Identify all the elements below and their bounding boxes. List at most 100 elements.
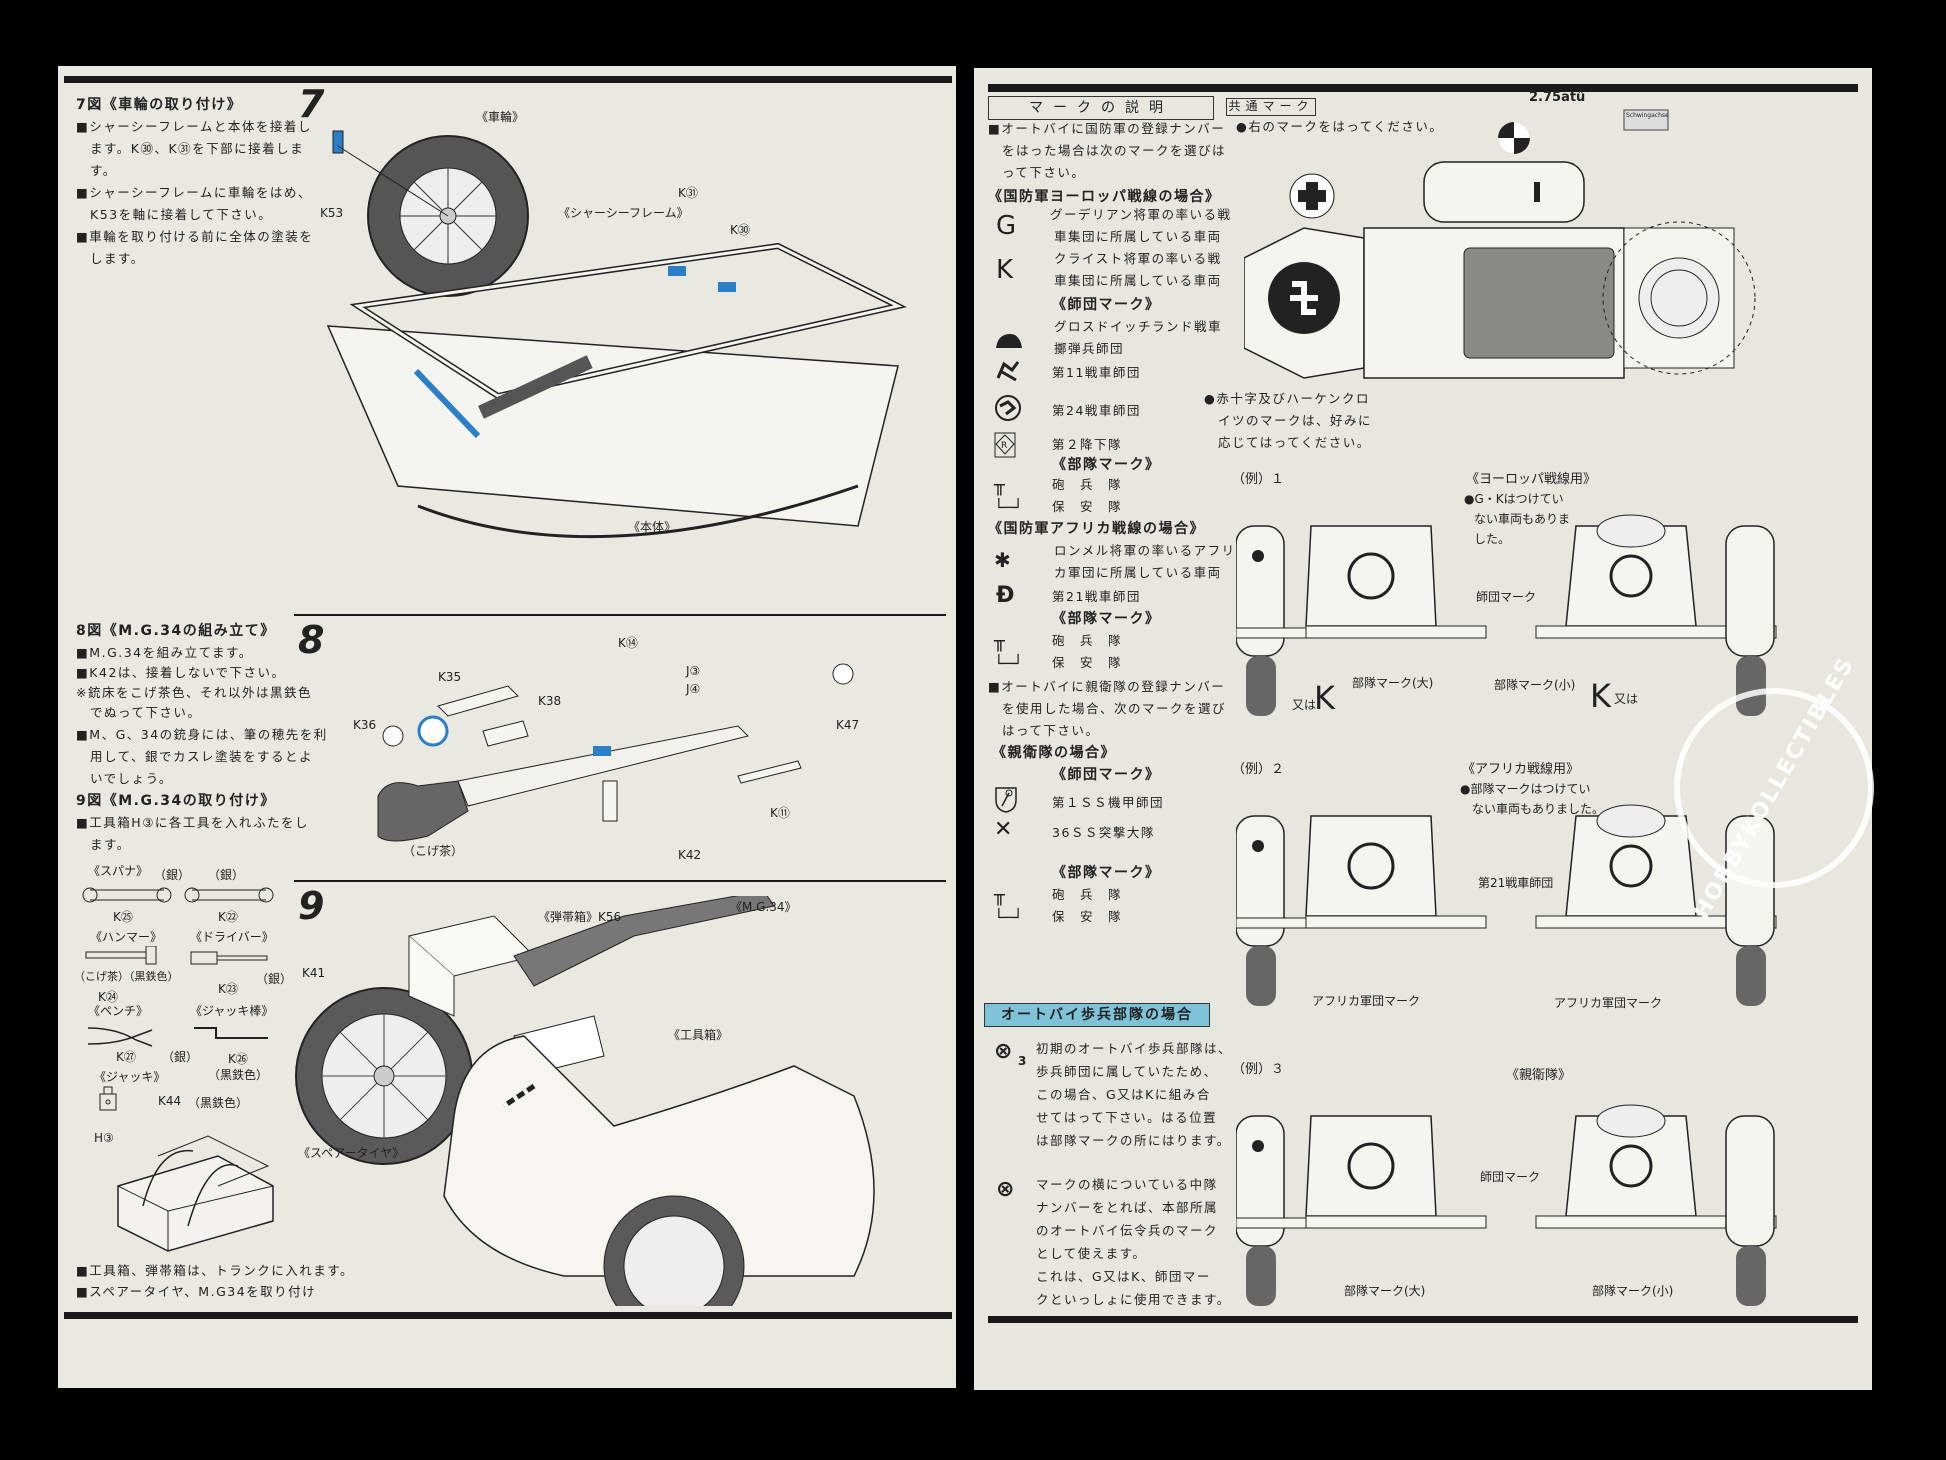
unit-heading: 《部隊マーク》 bbox=[1052, 611, 1161, 627]
intro-line: をはった場合は次のマークを選びは bbox=[1002, 143, 1227, 158]
moto-text: クといっしょに使用できます。 bbox=[1036, 1292, 1231, 1307]
example-1-unit-small: 部隊マーク(小) bbox=[1494, 678, 1576, 692]
example-3-label: （例）３ bbox=[1232, 1062, 1285, 1077]
example-3-heading: 《親衛隊》 bbox=[1506, 1068, 1572, 1083]
tool-color: （銀） bbox=[154, 868, 191, 882]
security-icon: └─┘ bbox=[994, 654, 1023, 673]
label-mg34: 《M.G.34》 bbox=[730, 900, 797, 914]
moto-text: として使えます。 bbox=[1036, 1246, 1147, 1261]
screwdriver-icon bbox=[190, 951, 268, 965]
tire-pressure-label: 2.75atü bbox=[1529, 90, 1586, 105]
wrench-icon bbox=[82, 887, 172, 903]
hammer-icon bbox=[85, 946, 157, 965]
tool-color: （銀） bbox=[208, 868, 245, 882]
top-view-note: 応じてはってください。 bbox=[1218, 435, 1371, 450]
moto-text: ナンバーをとれば、本部所属 bbox=[1036, 1200, 1219, 1215]
tool-part: K44 bbox=[158, 1094, 182, 1108]
tool-name: 《ハンマー》 bbox=[90, 930, 163, 944]
step8-number: 8 bbox=[298, 618, 325, 662]
division-text: 第11戦車師団 bbox=[1052, 365, 1141, 380]
label-k14: K⑭ bbox=[618, 636, 638, 650]
pliers-icon bbox=[87, 1027, 153, 1047]
example-2-note: ●部隊マークはつけてい bbox=[1460, 782, 1591, 796]
label-j4: J④ bbox=[686, 682, 701, 696]
motorcycle-unit-icon: ⊗ bbox=[994, 1039, 1013, 1064]
label-k53: K53 bbox=[320, 206, 344, 220]
example-3-unit-small: 部隊マーク(小) bbox=[1592, 1284, 1674, 1298]
step9-title: 9図《M.G.34の取り付け》 bbox=[76, 793, 276, 809]
tool-part: K㉒ bbox=[218, 910, 238, 924]
ss-heading: 《親衛隊の場合》 bbox=[992, 745, 1116, 761]
division-heading: 《師団マーク》 bbox=[1052, 767, 1161, 783]
toolbox-illustration bbox=[117, 1135, 274, 1252]
step8-line: 用して、銀でカスレ塗装をするとよ bbox=[90, 749, 314, 764]
section-title: マークの説明 bbox=[988, 96, 1214, 120]
helmet-icon bbox=[996, 334, 1022, 348]
label-body: 《本体》 bbox=[628, 520, 677, 534]
example-3-sidecar-front-views bbox=[1236, 1104, 1777, 1306]
motorcycle-infantry-heading: オートバイ歩兵部隊の場合 bbox=[984, 1003, 1210, 1027]
example-1-center-label: 師団マーク bbox=[1476, 590, 1537, 604]
label-frame: 《シャーシーフレーム》 bbox=[558, 206, 689, 220]
example-2-label: （例）２ bbox=[1232, 762, 1285, 777]
moto-text: 歩兵師団に属していたため、 bbox=[1036, 1064, 1218, 1079]
svg-text:R: R bbox=[1001, 441, 1007, 451]
example-1-heading: 《ヨーロッパ戦線用》 bbox=[1466, 472, 1597, 487]
step7-line: します。 bbox=[90, 251, 145, 266]
example-3-center-label: 師団マーク bbox=[1480, 1170, 1541, 1184]
g-text: 車集団に所属している車両 bbox=[1054, 229, 1222, 244]
tool-part: K㉗ bbox=[116, 1050, 136, 1064]
example-2-sidecar-front-views bbox=[1236, 804, 1777, 1006]
step8-line: ※銃床をこげ茶色、それ以外は黒鉄色 bbox=[76, 685, 312, 700]
jumping-rider-icon bbox=[995, 395, 1021, 421]
step7-line: す。 bbox=[90, 163, 117, 178]
top-rule bbox=[64, 76, 952, 83]
label-stock: （こげ茶） bbox=[403, 844, 464, 858]
label-k35: K35 bbox=[438, 670, 462, 684]
right-page: マークの説明 共通マーク ■オートバイに国防軍の登録ナンバー をはった場合は次の… bbox=[974, 68, 1911, 1390]
example-2-center-label: 第21戦車師団 bbox=[1478, 876, 1554, 890]
k-text: 車集団に所属している車両 bbox=[1054, 273, 1222, 288]
moto-text: は部隊マークの所にはります。 bbox=[1036, 1133, 1231, 1148]
artillery-icon: ╥ bbox=[994, 631, 1005, 652]
tool-color: （銀） bbox=[256, 972, 293, 986]
moto-text: 初期のオートバイ歩兵部隊は、 bbox=[1036, 1041, 1233, 1056]
label-k47: K47 bbox=[836, 718, 860, 732]
label-tool-box: 《工具箱》 bbox=[668, 1028, 729, 1042]
unit-heading: 《部隊マーク》 bbox=[1052, 457, 1161, 473]
k-mark: K bbox=[996, 255, 1014, 285]
step9-line: ます。 bbox=[90, 837, 131, 852]
bottom-rule bbox=[64, 1312, 952, 1319]
intro-line: ■オートバイに国防軍の登録ナンバー bbox=[988, 121, 1226, 136]
ss-division-text: 第１ＳＳ機甲師団 bbox=[1052, 795, 1165, 810]
step7-line: K53を軸に接着して下さい。 bbox=[90, 207, 273, 222]
label-k38: K38 bbox=[538, 694, 562, 708]
africa-corps-text: カ軍団に所属している車両 bbox=[1054, 565, 1222, 580]
moto-text: これは、G又はK、師団マー bbox=[1036, 1269, 1211, 1284]
tool-name: 《ドライバー》 bbox=[190, 930, 274, 944]
tool-part: K㉔ bbox=[98, 990, 118, 1004]
africa-division-text: 第21戦車師団 bbox=[1052, 589, 1141, 604]
moto-text: マークの横についている中隊 bbox=[1036, 1177, 1218, 1192]
moto-text: のオートバイ伝令兵のマーク bbox=[1036, 1223, 1219, 1238]
example-1-k-right: K bbox=[1590, 677, 1611, 715]
africa-heading: 《国防軍アフリカ戦線の場合》 bbox=[988, 521, 1205, 537]
crossed-grenades-icon: ✕ bbox=[994, 817, 1013, 842]
step7-line: ■シャーシーフレームに車輪をはめ、 bbox=[76, 185, 312, 200]
security-icon: └─┘ bbox=[994, 498, 1023, 517]
step8-line: ■M、G、34の銃身には、筆の穂先を利 bbox=[76, 727, 328, 742]
sidecar-top-view bbox=[1244, 109, 1756, 379]
label-h3: H③ bbox=[94, 1131, 114, 1145]
artillery-icon: ╥ bbox=[994, 885, 1005, 906]
tool-part: K㉖ bbox=[228, 1052, 248, 1066]
ss-division-text: 36ＳＳ突撃大隊 bbox=[1052, 825, 1155, 840]
moto-text: この場合、G又はKに組み合 bbox=[1036, 1087, 1211, 1102]
example-1-note: した。 bbox=[1474, 532, 1511, 546]
example-3-unit-large: 部隊マーク(大) bbox=[1344, 1284, 1426, 1298]
step7-line: ■車輪を取り付ける前に全体の塗装を bbox=[76, 229, 314, 244]
example-1-unit-large: 部隊マーク(大) bbox=[1352, 676, 1434, 690]
step8-line: ■M.G.34を組み立てます。 bbox=[76, 645, 253, 660]
example-2-note: ない車両もありました。 bbox=[1472, 802, 1605, 816]
example-1-sidecar-front-views bbox=[1236, 514, 1777, 716]
step7-title: 7図《車輪の取り付け》 bbox=[76, 97, 243, 113]
